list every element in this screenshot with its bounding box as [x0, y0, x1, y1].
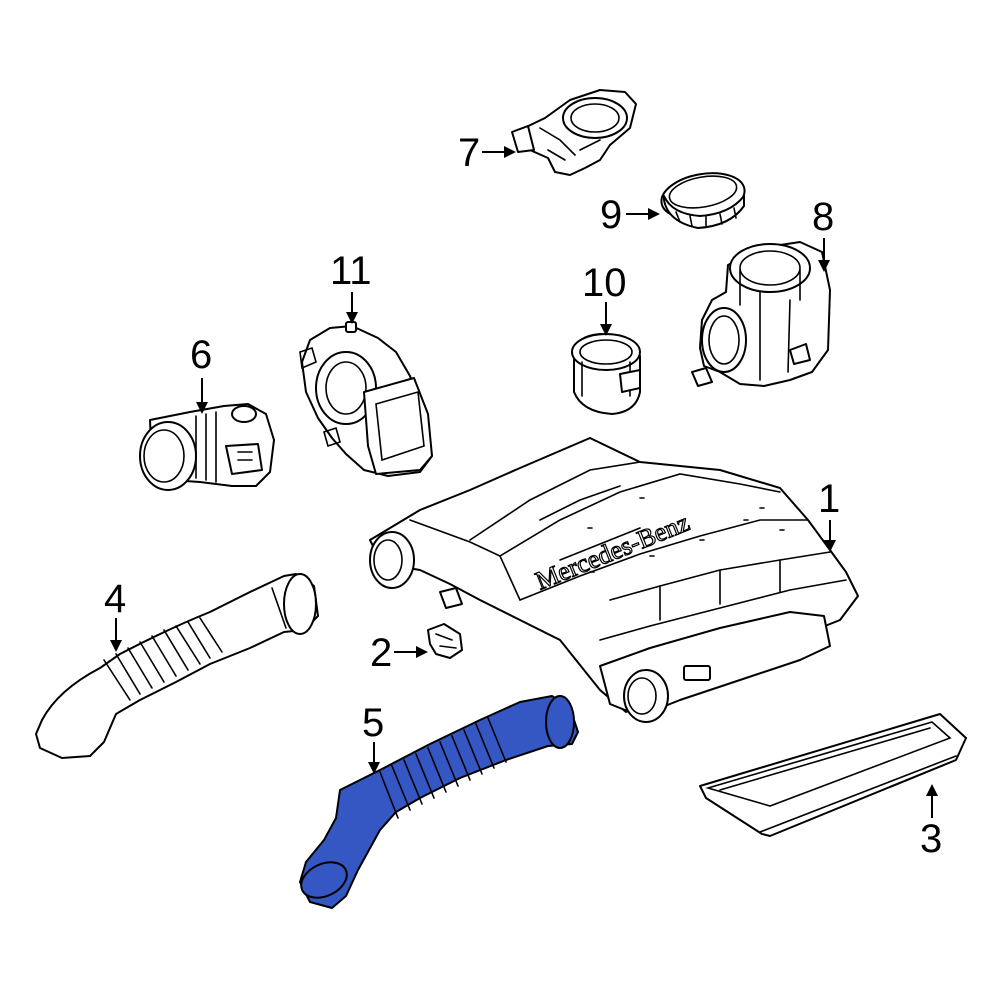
part-5-opening: [300, 861, 348, 899]
svg-text:7: 7: [458, 131, 480, 175]
callout-3: 3: [920, 784, 942, 861]
svg-text:5: 5: [362, 701, 384, 745]
callout-11: 11: [330, 249, 372, 324]
svg-text:1: 1: [818, 477, 840, 521]
svg-text:6: 6: [190, 333, 212, 377]
svg-text:9: 9: [600, 193, 622, 237]
callout-1: 1: [818, 477, 840, 552]
part-9-clamp-ring[interactable]: [658, 167, 748, 229]
svg-text:3: 3: [920, 817, 942, 861]
svg-text:4: 4: [104, 577, 126, 621]
callout-2: 2: [370, 631, 428, 675]
part-2-clip[interactable]: [427, 623, 463, 659]
part-8-air-duct-housing[interactable]: [691, 241, 831, 387]
part-5-body: [299, 695, 579, 909]
callout-10: 10: [582, 261, 627, 336]
part-5-intake-hose-highlighted[interactable]: [295, 695, 579, 909]
part-6-air-mass-sensor[interactable]: [139, 403, 275, 491]
callout-7: 7: [458, 131, 516, 175]
svg-text:11: 11: [330, 249, 372, 293]
part-5-end-cap: [545, 695, 575, 749]
part-4-intake-hose[interactable]: [35, 573, 319, 759]
callout-4: 4: [104, 577, 126, 652]
callout-6: 6: [190, 333, 212, 414]
part-10-ring-adapter[interactable]: [571, 333, 641, 415]
part-11-throttle-body[interactable]: [299, 321, 433, 477]
callout-5: 5: [362, 701, 384, 774]
part-1-air-filter-housing[interactable]: Mercedes-Benz: [369, 437, 859, 723]
callout-8: 8: [812, 195, 834, 272]
part-3-filter-element[interactable]: [699, 713, 967, 837]
part-7-intake-bracket[interactable]: [511, 89, 637, 176]
svg-text:2: 2: [370, 631, 392, 675]
svg-text:10: 10: [582, 261, 627, 305]
svg-text:8: 8: [812, 195, 834, 239]
callout-9: 9: [600, 193, 660, 237]
